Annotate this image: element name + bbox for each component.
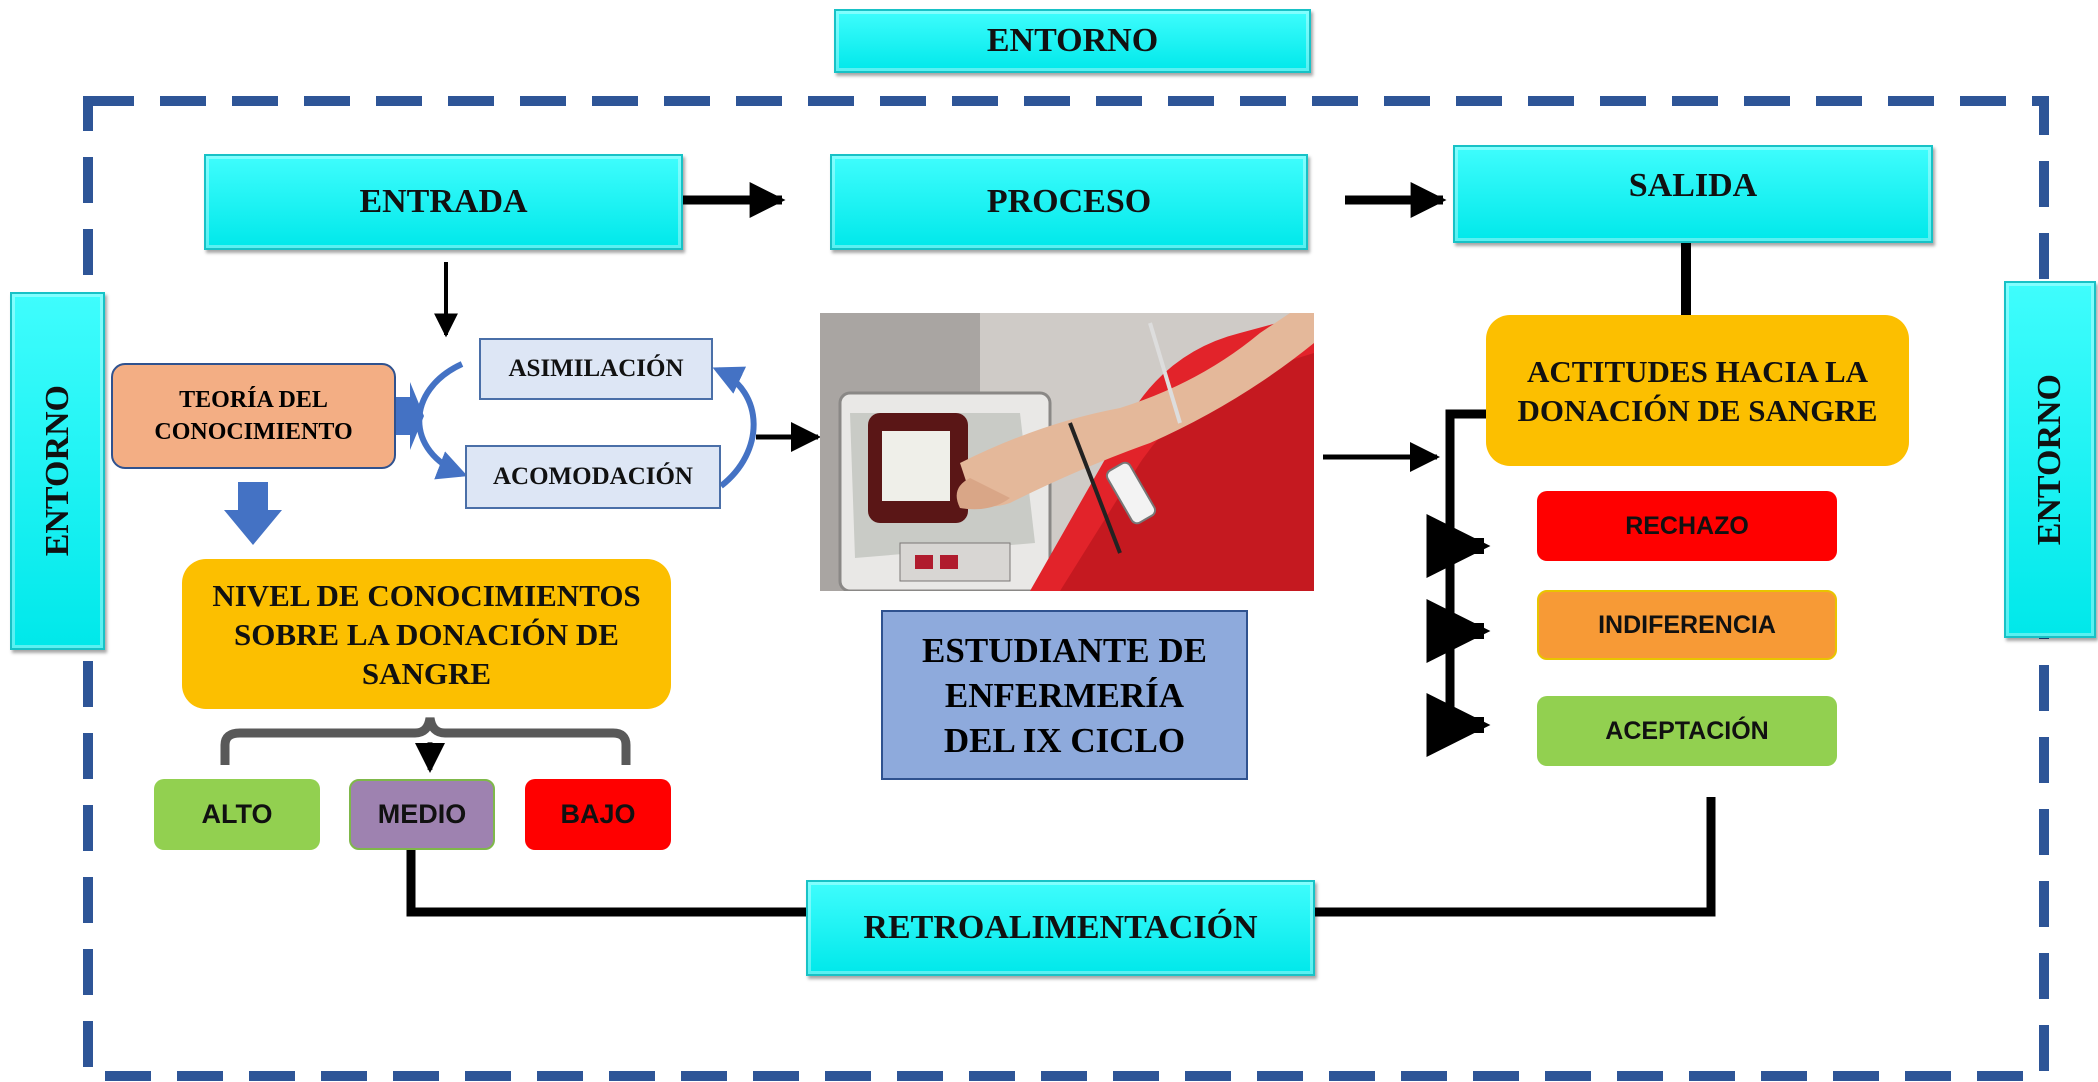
blood-donation-photo bbox=[820, 313, 1314, 591]
environment-right-label: ENTORNO bbox=[2004, 281, 2096, 638]
stage-feedback: RETROALIMENTACIÓN bbox=[806, 880, 1315, 976]
student-box: ESTUDIANTE DE ENFERMERÍA DEL IX CICLO bbox=[881, 610, 1248, 780]
theory-down-arrow-icon bbox=[224, 482, 282, 545]
blood-donation-illustration bbox=[820, 313, 1314, 591]
option-rechazo: RECHAZO bbox=[1537, 491, 1837, 561]
theory-box: TEORÍA DEL CONOCIMIENTO bbox=[111, 363, 396, 469]
level-bajo: BAJO bbox=[525, 779, 671, 850]
environment-left-text: ENTORNO bbox=[38, 385, 76, 557]
theory-right-arrow-icon bbox=[396, 382, 424, 450]
level-alto: ALTO bbox=[154, 779, 320, 850]
stage-process: PROCESO bbox=[830, 154, 1308, 250]
curved-arrow-right-icon bbox=[712, 366, 757, 489]
curved-arrow-left-icon bbox=[416, 361, 468, 480]
environment-top-label: ENTORNO bbox=[834, 9, 1311, 73]
brace-icon bbox=[220, 717, 631, 765]
assimilation-box: ASIMILACIÓN bbox=[479, 338, 713, 400]
option-aceptacion: ACEPTACIÓN bbox=[1537, 696, 1837, 766]
output-bracket bbox=[1445, 409, 1486, 724]
attitudes-box: ACTITUDES HACIA LA DONACIÓN DE SANGRE bbox=[1486, 315, 1909, 466]
feedback-line-left bbox=[406, 850, 810, 917]
accommodation-box: ACOMODACIÓN bbox=[465, 445, 721, 509]
stage-input: ENTRADA bbox=[204, 154, 683, 250]
feedback-line-right bbox=[1313, 797, 1716, 917]
knowledge-level-box: NIVEL DE CONOCIMIENTOS SOBRE LA DONACIÓN… bbox=[182, 559, 671, 709]
environment-right-text: ENTORNO bbox=[2031, 373, 2068, 546]
level-medio: MEDIO bbox=[349, 779, 495, 850]
environment-left-label: ENTORNO bbox=[10, 292, 105, 650]
stage-output: SALIDA bbox=[1453, 145, 1933, 243]
environment-dashed-border bbox=[83, 96, 2049, 1081]
option-indiferencia: INDIFERENCIA bbox=[1537, 590, 1837, 660]
